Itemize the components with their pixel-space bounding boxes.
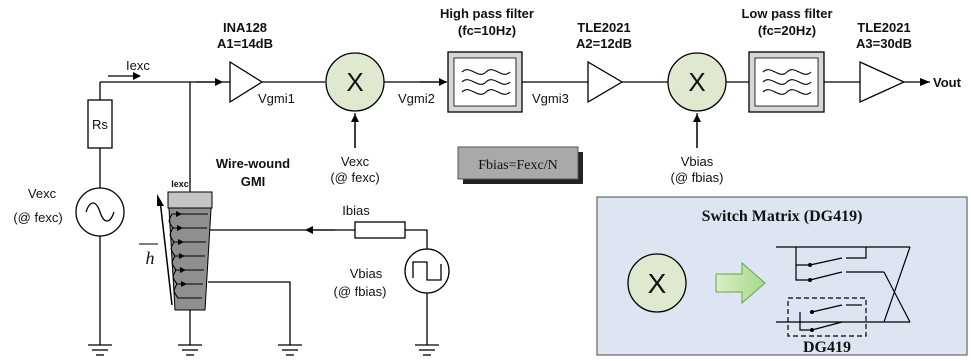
mixer-1-symbol: X bbox=[346, 67, 363, 97]
h-field-label: h bbox=[146, 248, 155, 268]
vbias-mix-freq: (@ fbias) bbox=[671, 170, 724, 185]
svg-text:X: X bbox=[648, 268, 667, 299]
vbias-source-label: Vbias bbox=[350, 266, 383, 281]
ina128-gain: A1=14dB bbox=[217, 36, 273, 51]
gmi-coil bbox=[167, 191, 213, 311]
vexc-sine-source bbox=[75, 187, 125, 237]
ibias-label: Ibias bbox=[342, 203, 370, 218]
hpf-label: High pass filter bbox=[440, 6, 534, 21]
mixer-1 bbox=[325, 52, 385, 112]
tle-a3-gain: A3=30dB bbox=[856, 36, 912, 51]
vexc-source-label: Vexc bbox=[28, 186, 57, 201]
tle-a3-label: TLE2021 bbox=[857, 20, 910, 35]
vexc-source-freq: (@ fexc) bbox=[13, 210, 62, 225]
switch-matrix-panel: Switch Matrix (DG419) X DG419 bbox=[596, 196, 968, 356]
iexc-small-label: Iexc bbox=[171, 179, 189, 189]
rs-label: Rs bbox=[92, 117, 108, 132]
vgmi1-label: Vgmi1 bbox=[258, 91, 295, 106]
vbias-mix-label: Vbias bbox=[681, 154, 714, 169]
fbias-formula: Fbias=Fexc/N bbox=[478, 158, 557, 173]
sine-icon bbox=[85, 202, 115, 222]
switch-schematic bbox=[776, 246, 911, 337]
tle2021-a3-amplifier bbox=[859, 60, 906, 104]
lpf-cutoff: (fc=20Hz) bbox=[758, 23, 816, 38]
vexc-mix-freq: (@ fexc) bbox=[330, 170, 379, 185]
tle2021-a2-amplifier bbox=[587, 60, 624, 104]
equivalence-arrow-icon bbox=[715, 261, 766, 305]
vbias-square-source bbox=[404, 248, 450, 294]
vgmi2-label: Vgmi2 bbox=[398, 91, 435, 106]
bias-resistor bbox=[354, 221, 406, 239]
ground-icons bbox=[88, 344, 439, 356]
dg419-label: DG419 bbox=[803, 339, 851, 356]
ina128-label: INA128 bbox=[223, 20, 267, 35]
vgmi3-label: Vgmi3 bbox=[532, 91, 569, 106]
vbias-source-freq: (@ fbias) bbox=[334, 284, 387, 299]
hpf-cutoff: (fc=10Hz) bbox=[458, 23, 516, 38]
mixer-2 bbox=[667, 52, 727, 112]
vout-label: Vout bbox=[933, 75, 962, 90]
switch-matrix-title: Switch Matrix (DG419) bbox=[702, 208, 863, 225]
square-wave-icon bbox=[412, 261, 442, 281]
hpf-wave-icon bbox=[461, 69, 511, 95]
lpf-wave-icon bbox=[762, 69, 812, 95]
mixer-2-symbol: X bbox=[688, 67, 705, 97]
ina128-amplifier bbox=[229, 60, 264, 104]
iexc-label: Iexc bbox=[126, 58, 150, 73]
vexc-mix-label: Vexc bbox=[341, 154, 370, 169]
gmi-sublabel: GMI bbox=[241, 174, 266, 189]
fbias-box bbox=[457, 146, 579, 180]
switch-mixer-symbol bbox=[627, 253, 687, 313]
tle-a2-label: TLE2021 bbox=[577, 20, 630, 35]
tle-a2-gain: A2=12dB bbox=[576, 36, 632, 51]
rs-resistor bbox=[87, 99, 113, 149]
gmi-label: Wire-wound bbox=[216, 156, 290, 171]
lpf-label: Low pass filter bbox=[741, 6, 832, 21]
